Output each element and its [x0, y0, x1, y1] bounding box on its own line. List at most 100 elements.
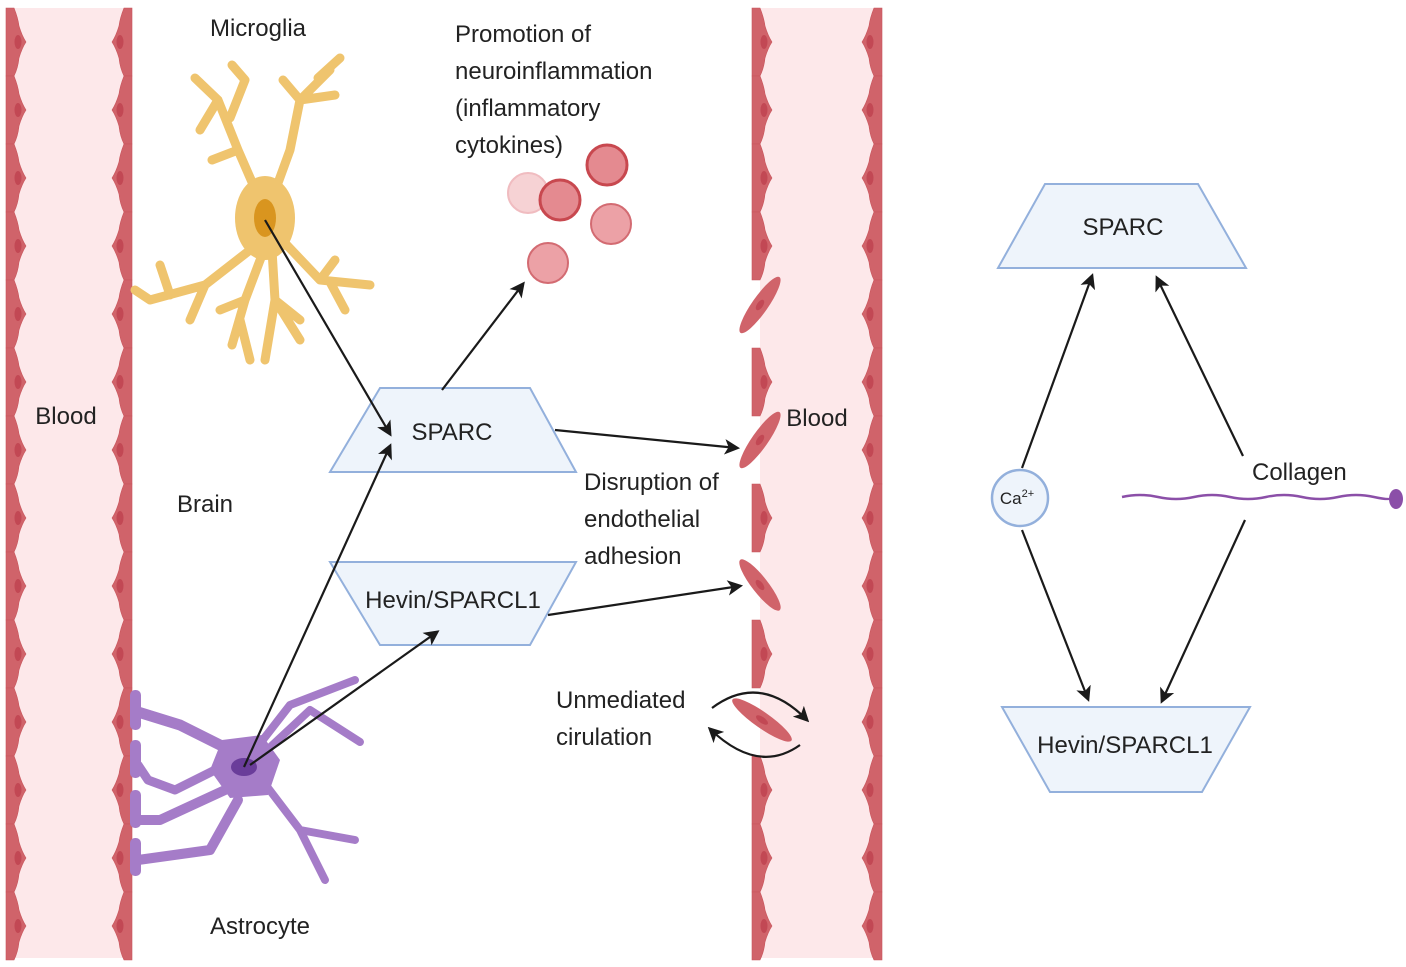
endothelial-cell — [5, 347, 27, 417]
endothelial-cell — [5, 279, 27, 349]
arrow-astrocyte-to-hevin — [249, 630, 440, 766]
circulating-cell — [732, 698, 792, 742]
neuroinflammation-line-4: cytokines) — [455, 132, 563, 159]
endothelial-cell — [111, 483, 133, 553]
sparc-label: SPARC — [412, 419, 493, 446]
endothelial-cell — [5, 687, 27, 757]
endothelial-cell — [111, 7, 133, 77]
disruption-line-1: Disruption of — [584, 469, 719, 496]
endothelial-cell — [861, 211, 883, 281]
endothelial-cell — [861, 415, 883, 485]
neuroinflammation-text: Promotion of neuroinflammation (inflamma… — [455, 21, 659, 159]
endothelial-cell — [111, 755, 133, 825]
endothelial-cell — [111, 211, 133, 281]
hevin-label: Hevin/SPARCL1 — [365, 587, 541, 614]
arrow-sparc-to-cytokines — [441, 281, 525, 391]
arrow-collagen-to-hevin — [1160, 519, 1246, 704]
neuroinflammation-line-3: (inflammatory — [455, 95, 600, 122]
endothelial-cell — [861, 483, 883, 553]
endothelial-cell — [5, 619, 27, 689]
endothelial-cell — [111, 619, 133, 689]
inflammatory-cytokines — [507, 143, 632, 284]
left-vessel-lumen — [8, 8, 130, 958]
blood-left-label: Blood — [35, 403, 96, 430]
circulation-arrow-top — [711, 691, 810, 723]
arrow-calcium-to-hevin — [1020, 529, 1091, 702]
endothelial-cell — [751, 823, 773, 893]
endothelial-cell — [861, 619, 883, 689]
right-sparc-label: SPARC — [1083, 214, 1164, 241]
endothelial-cell — [5, 75, 27, 145]
endothelial-cell — [861, 755, 883, 825]
astrocyte-label: Astrocyte — [210, 913, 310, 940]
left-vessel-wall-left — [5, 7, 27, 961]
endothelial-cell — [5, 551, 27, 621]
endothelial-cell — [751, 75, 773, 145]
hevin-box: Hevin/SPARCL1 — [328, 561, 578, 646]
arrow-collagen-to-sparc — [1155, 275, 1244, 457]
endothelial-cell — [5, 415, 27, 485]
detached-endothelial-cells — [732, 276, 792, 742]
left-blood-vessel — [5, 7, 133, 961]
disruption-text: Disruption of endothelial adhesion — [584, 469, 725, 570]
endothelial-cell — [5, 143, 27, 213]
calcium-label: Ca2+ — [1000, 488, 1034, 508]
detached-cell-2 — [739, 411, 781, 469]
endothelial-cell — [861, 823, 883, 893]
circulation-line-2: cirulation — [556, 724, 652, 751]
endothelial-cell — [111, 687, 133, 757]
disruption-line-2: endothelial — [584, 506, 700, 533]
endothelial-cell — [861, 75, 883, 145]
endothelial-cell — [111, 823, 133, 893]
endothelial-cell — [861, 687, 883, 757]
circulation-line-1: Unmediated — [556, 687, 685, 714]
endothelial-cell — [5, 7, 27, 77]
arrow-calcium-to-sparc — [1020, 273, 1096, 469]
endothelial-cell — [5, 483, 27, 553]
right-sparc-box: SPARC — [996, 183, 1248, 269]
left-arrows — [242, 219, 810, 768]
endothelial-cell — [111, 279, 133, 349]
arrow-sparc-to-endothelium — [554, 428, 741, 455]
endothelial-cell — [5, 755, 27, 825]
cytokine — [527, 242, 569, 284]
right-panel: SPARC Hevin/SPARCL1 Ca2+ Collagen — [990, 183, 1403, 793]
right-vessel-lumen — [760, 8, 880, 958]
right-hevin-box: Hevin/SPARCL1 — [1000, 706, 1252, 793]
detached-cell-1 — [739, 276, 781, 334]
endothelial-cell — [861, 347, 883, 417]
endothelial-cell — [5, 891, 27, 961]
microglia-label: Microglia — [210, 15, 307, 42]
right-blood-vessel — [732, 7, 883, 961]
endothelial-cell — [111, 347, 133, 417]
endothelial-cell — [111, 75, 133, 145]
left-vessel-wall-right — [111, 7, 133, 961]
endothelial-cell — [111, 415, 133, 485]
endothelial-cell — [751, 483, 773, 553]
arrow-astrocyte-to-sparc — [242, 443, 392, 768]
calcium-base: Ca — [1000, 489, 1022, 508]
sparc-box: SPARC — [328, 387, 578, 473]
microglia-cell — [130, 53, 375, 365]
circulation-text: Unmediated cirulation — [556, 687, 692, 751]
blood-right-label: Blood — [786, 405, 847, 432]
right-vessel-wall-right — [861, 7, 883, 961]
calcium-superscript: 2+ — [1022, 488, 1035, 500]
endothelial-cell — [861, 279, 883, 349]
arrow-hevin-to-endothelium — [547, 580, 744, 617]
endothelial-cell — [751, 891, 773, 961]
endothelial-cell — [111, 143, 133, 213]
endothelial-cell — [5, 211, 27, 281]
endothelial-cell — [5, 823, 27, 893]
endothelial-cell — [861, 143, 883, 213]
endothelial-cell — [861, 7, 883, 77]
neuroinflammation-line-2: neuroinflammation — [455, 58, 652, 85]
endothelial-cell — [751, 755, 773, 825]
right-hevin-label: Hevin/SPARCL1 — [1037, 732, 1213, 759]
right-vessel-wall-left — [751, 7, 773, 961]
brain-label: Brain — [177, 491, 233, 518]
arrow-microglia-to-sparc — [264, 219, 392, 437]
cytokine — [590, 203, 632, 245]
cytokine — [538, 178, 582, 222]
